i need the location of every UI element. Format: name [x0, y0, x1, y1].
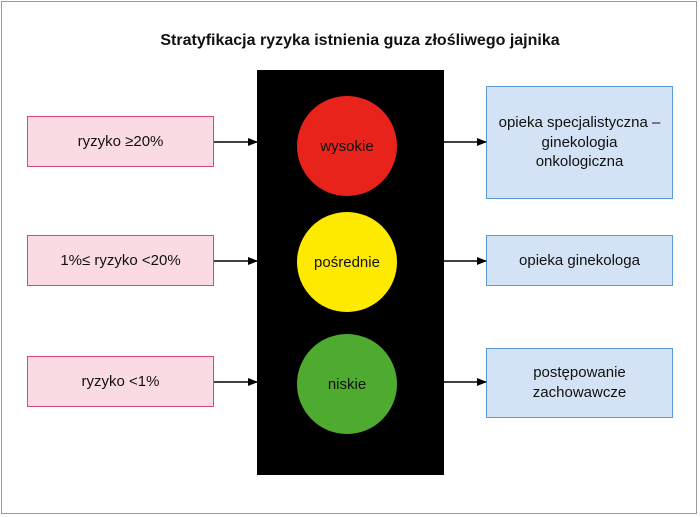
care-box-intermediate: opieka ginekologa [486, 235, 673, 286]
risk-box-low-label: ryzyko <1% [81, 372, 160, 390]
risk-box-high-label: ryzyko ≥20% [77, 132, 164, 150]
light-intermediate: pośrednie [297, 212, 397, 312]
light-high: wysokie [297, 96, 397, 196]
risk-box-intermediate: 1%≤ ryzyko <20% [27, 235, 214, 286]
risk-box-high: ryzyko ≥20% [27, 116, 214, 167]
risk-box-intermediate-label: 1%≤ ryzyko <20% [60, 251, 181, 269]
diagram-title: Stratyfikacja ryzyka istnienia guza złoś… [160, 32, 560, 49]
care-box-intermediate-label: opieka ginekologa [519, 251, 640, 269]
care-box-low-label: postępowanie zachowawcze [532, 364, 627, 401]
care-box-high: opieka specjalistyczna – ginekologia onk… [486, 86, 673, 199]
care-box-low: postępowanie zachowawcze [486, 348, 673, 418]
light-low: niskie [297, 334, 397, 434]
light-intermediate-label: pośrednie [314, 253, 380, 271]
risk-box-low: ryzyko <1% [27, 356, 214, 407]
care-box-high-label: opieka specjalistyczna – ginekologia onk… [498, 113, 661, 171]
light-high-label: wysokie [320, 137, 374, 155]
light-low-label: niskie [327, 375, 367, 393]
